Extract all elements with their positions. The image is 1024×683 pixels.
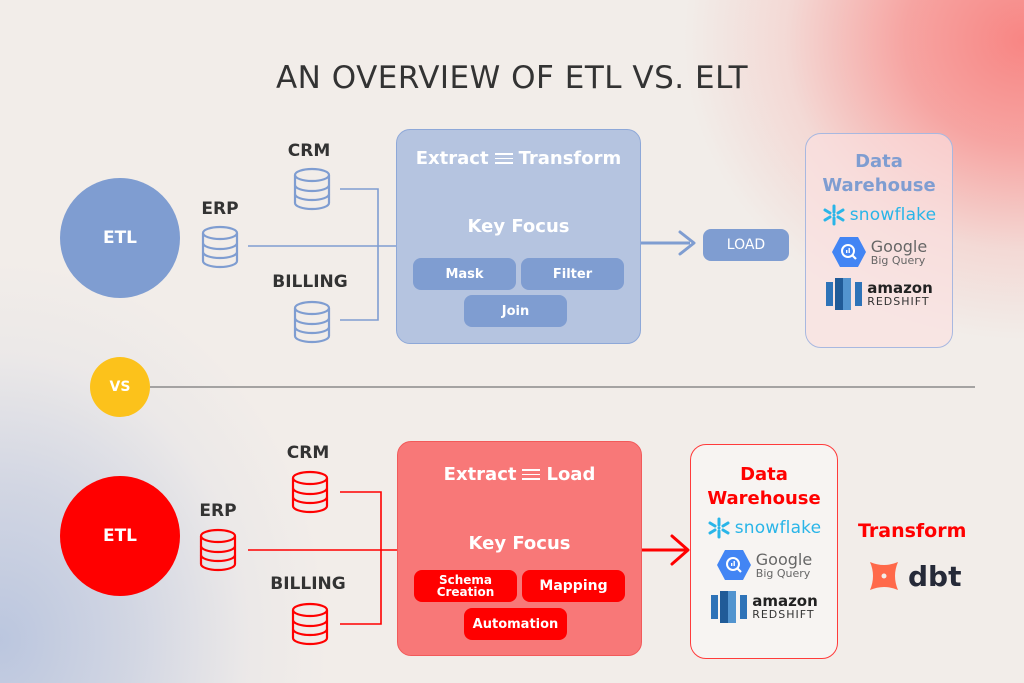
snowflake-icon — [708, 517, 730, 539]
arrow-right-icon — [678, 230, 696, 256]
load-step-badge: LOAD — [703, 229, 789, 261]
warehouse-title: Data Warehouse — [822, 151, 936, 196]
source-label-crm: CRM — [286, 443, 330, 463]
source-label-erp: ERP — [199, 501, 237, 521]
equals-lines-icon — [522, 469, 541, 480]
chip-mask: Mask — [413, 258, 516, 290]
title-extract: Extract — [443, 464, 517, 485]
source-label-crm: CRM — [287, 141, 331, 161]
snowflake-logo: snowflake — [707, 517, 822, 539]
google-bigquery-logo: Google Big Query — [831, 236, 927, 268]
title-transform: Transform — [518, 148, 622, 169]
elt-circle-label: ETL — [102, 526, 138, 546]
database-icon — [293, 167, 331, 211]
redshift-text: REDSHIFT — [752, 607, 815, 621]
arrow-right-icon — [670, 534, 690, 566]
amazon-redshift-logo: amazon REDSHIFT — [825, 276, 933, 312]
database-icon — [291, 470, 329, 514]
chip-filter: Filter — [521, 258, 624, 290]
bigquery-text: Big Query — [755, 566, 811, 580]
data-warehouse-box: Data Warehouse snowflake Google Big Quer… — [690, 444, 838, 659]
source-label-billing: BILLING — [270, 574, 346, 594]
google-text: Google — [755, 549, 813, 569]
dbt-text: dbt — [908, 559, 962, 593]
redshift-text: REDSHIFT — [867, 294, 930, 308]
vs-label: VS — [109, 379, 131, 395]
source-label-erp: ERP — [201, 199, 239, 219]
key-focus-label: Key Focus — [468, 533, 571, 554]
chip-schema-creation: Schema Creation — [414, 570, 517, 602]
amazon-text: amazon — [867, 278, 933, 297]
snowflake-text: snowflake — [734, 518, 822, 538]
page-title: AN OVERVIEW OF ETL VS. ELT — [275, 60, 749, 96]
elt-circle: ETL — [60, 476, 180, 596]
redshift-icon — [826, 278, 863, 310]
bigquery-icon — [831, 237, 866, 267]
crm-connector — [340, 491, 382, 625]
source-label-billing: BILLING — [272, 272, 348, 292]
snowflake-logo: snowflake — [822, 204, 937, 226]
crm-connector — [340, 188, 379, 321]
extract-transform-box: Extract Transform Key Focus — [396, 129, 641, 344]
title-extract: Extract — [415, 148, 489, 169]
etl-circle: ETL — [60, 178, 180, 298]
snowflake-text: snowflake — [849, 205, 937, 225]
bigquery-text: Big Query — [870, 253, 926, 267]
process-title: Extract Transform — [416, 148, 622, 169]
google-bigquery-logo: Google Big Query — [716, 549, 812, 581]
chip-mapping: Mapping — [522, 570, 625, 602]
amazon-redshift-logo: amazon REDSHIFT — [710, 589, 818, 625]
vs-badge: VS — [90, 357, 150, 417]
database-icon — [293, 300, 331, 344]
dbt-icon — [870, 562, 898, 590]
database-icon — [201, 225, 239, 269]
top-connectors — [248, 188, 696, 321]
etl-circle-label: ETL — [102, 228, 138, 248]
transform-label: Transform — [858, 520, 967, 542]
snowflake-icon — [823, 204, 845, 226]
database-icon — [199, 528, 237, 572]
database-icon — [291, 602, 329, 646]
chip-join: Join — [464, 295, 567, 327]
data-warehouse-box: Data Warehouse snowflake Google Big Quer… — [805, 133, 953, 348]
key-focus-label: Key Focus — [467, 216, 570, 237]
dbt-logo: dbt — [866, 558, 961, 594]
redshift-icon — [711, 591, 748, 623]
warehouse-title: Data Warehouse — [707, 464, 821, 509]
amazon-text: amazon — [752, 591, 818, 610]
title-load: Load — [546, 464, 596, 485]
google-text: Google — [870, 236, 928, 256]
bottom-connectors — [248, 491, 690, 625]
equals-lines-icon — [494, 153, 513, 164]
bigquery-icon — [716, 550, 751, 580]
process-title: Extract Load — [444, 464, 596, 485]
chip-automation: Automation — [464, 608, 567, 640]
